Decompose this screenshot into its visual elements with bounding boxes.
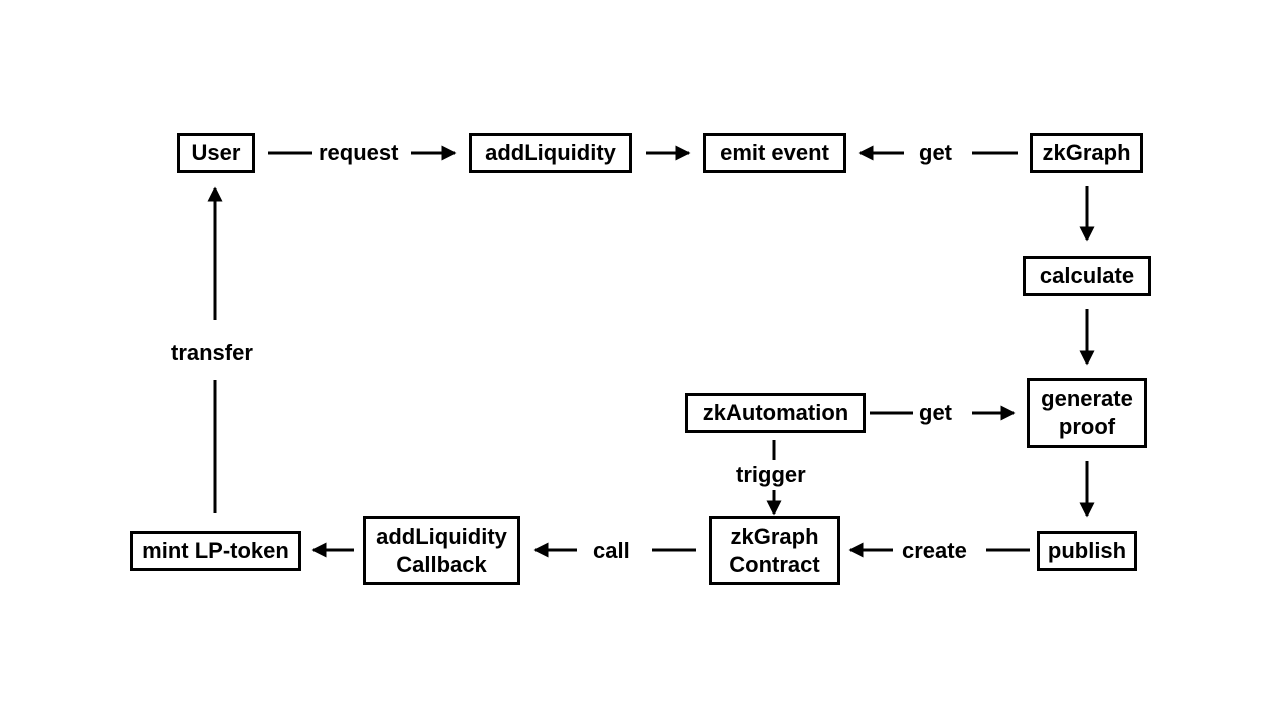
edge-label-get-event: get [919, 140, 952, 165]
node-generate-proof-line-1: generate [1041, 386, 1133, 411]
node-zkgraph-contract: zkGraph Contract [709, 516, 840, 585]
node-mint-lp-token-label: mint LP-token [142, 538, 289, 563]
edge-label-get-proof: get [919, 400, 952, 425]
node-generate-proof: generate proof [1027, 378, 1147, 448]
node-user: User [177, 133, 255, 173]
node-add-liquidity-callback-line-2: Callback [396, 551, 487, 577]
node-publish-label: publish [1047, 538, 1127, 563]
node-user-label: User [191, 140, 241, 165]
edge-label-trigger: trigger [736, 462, 806, 487]
node-publish: publish [1037, 531, 1137, 571]
node-zkgraph-contract-line-2: Contract [729, 551, 820, 577]
edge-label-transfer: transfer [171, 340, 253, 365]
node-emit-event: emit event [703, 133, 846, 173]
node-mint-lp-token: mint LP-token [130, 531, 301, 571]
node-add-liquidity-label: addLiquidity [485, 140, 616, 165]
node-zkgraph-contract-line-1: zkGraph [730, 523, 819, 549]
node-zkautomation-label: zkAutomation [702, 400, 849, 425]
node-add-liquidity: addLiquidity [469, 133, 632, 173]
node-zkgraph-label: zkGraph [1042, 140, 1131, 165]
node-add-liquidity-callback-line-1: addLiquidity [376, 523, 507, 549]
node-generate-proof-line-2: proof [1058, 414, 1116, 439]
node-calculate-label: calculate [1039, 263, 1135, 288]
node-emit-event-label: emit event [720, 140, 829, 165]
node-zkautomation: zkAutomation [685, 393, 866, 433]
edge-label-call: call [593, 538, 630, 563]
edge-label-create: create [902, 538, 967, 563]
node-add-liquidity-callback: addLiquidity Callback [363, 516, 520, 585]
node-zkgraph: zkGraph [1030, 133, 1143, 173]
node-calculate: calculate [1023, 256, 1151, 296]
edge-label-request: request [319, 140, 399, 165]
